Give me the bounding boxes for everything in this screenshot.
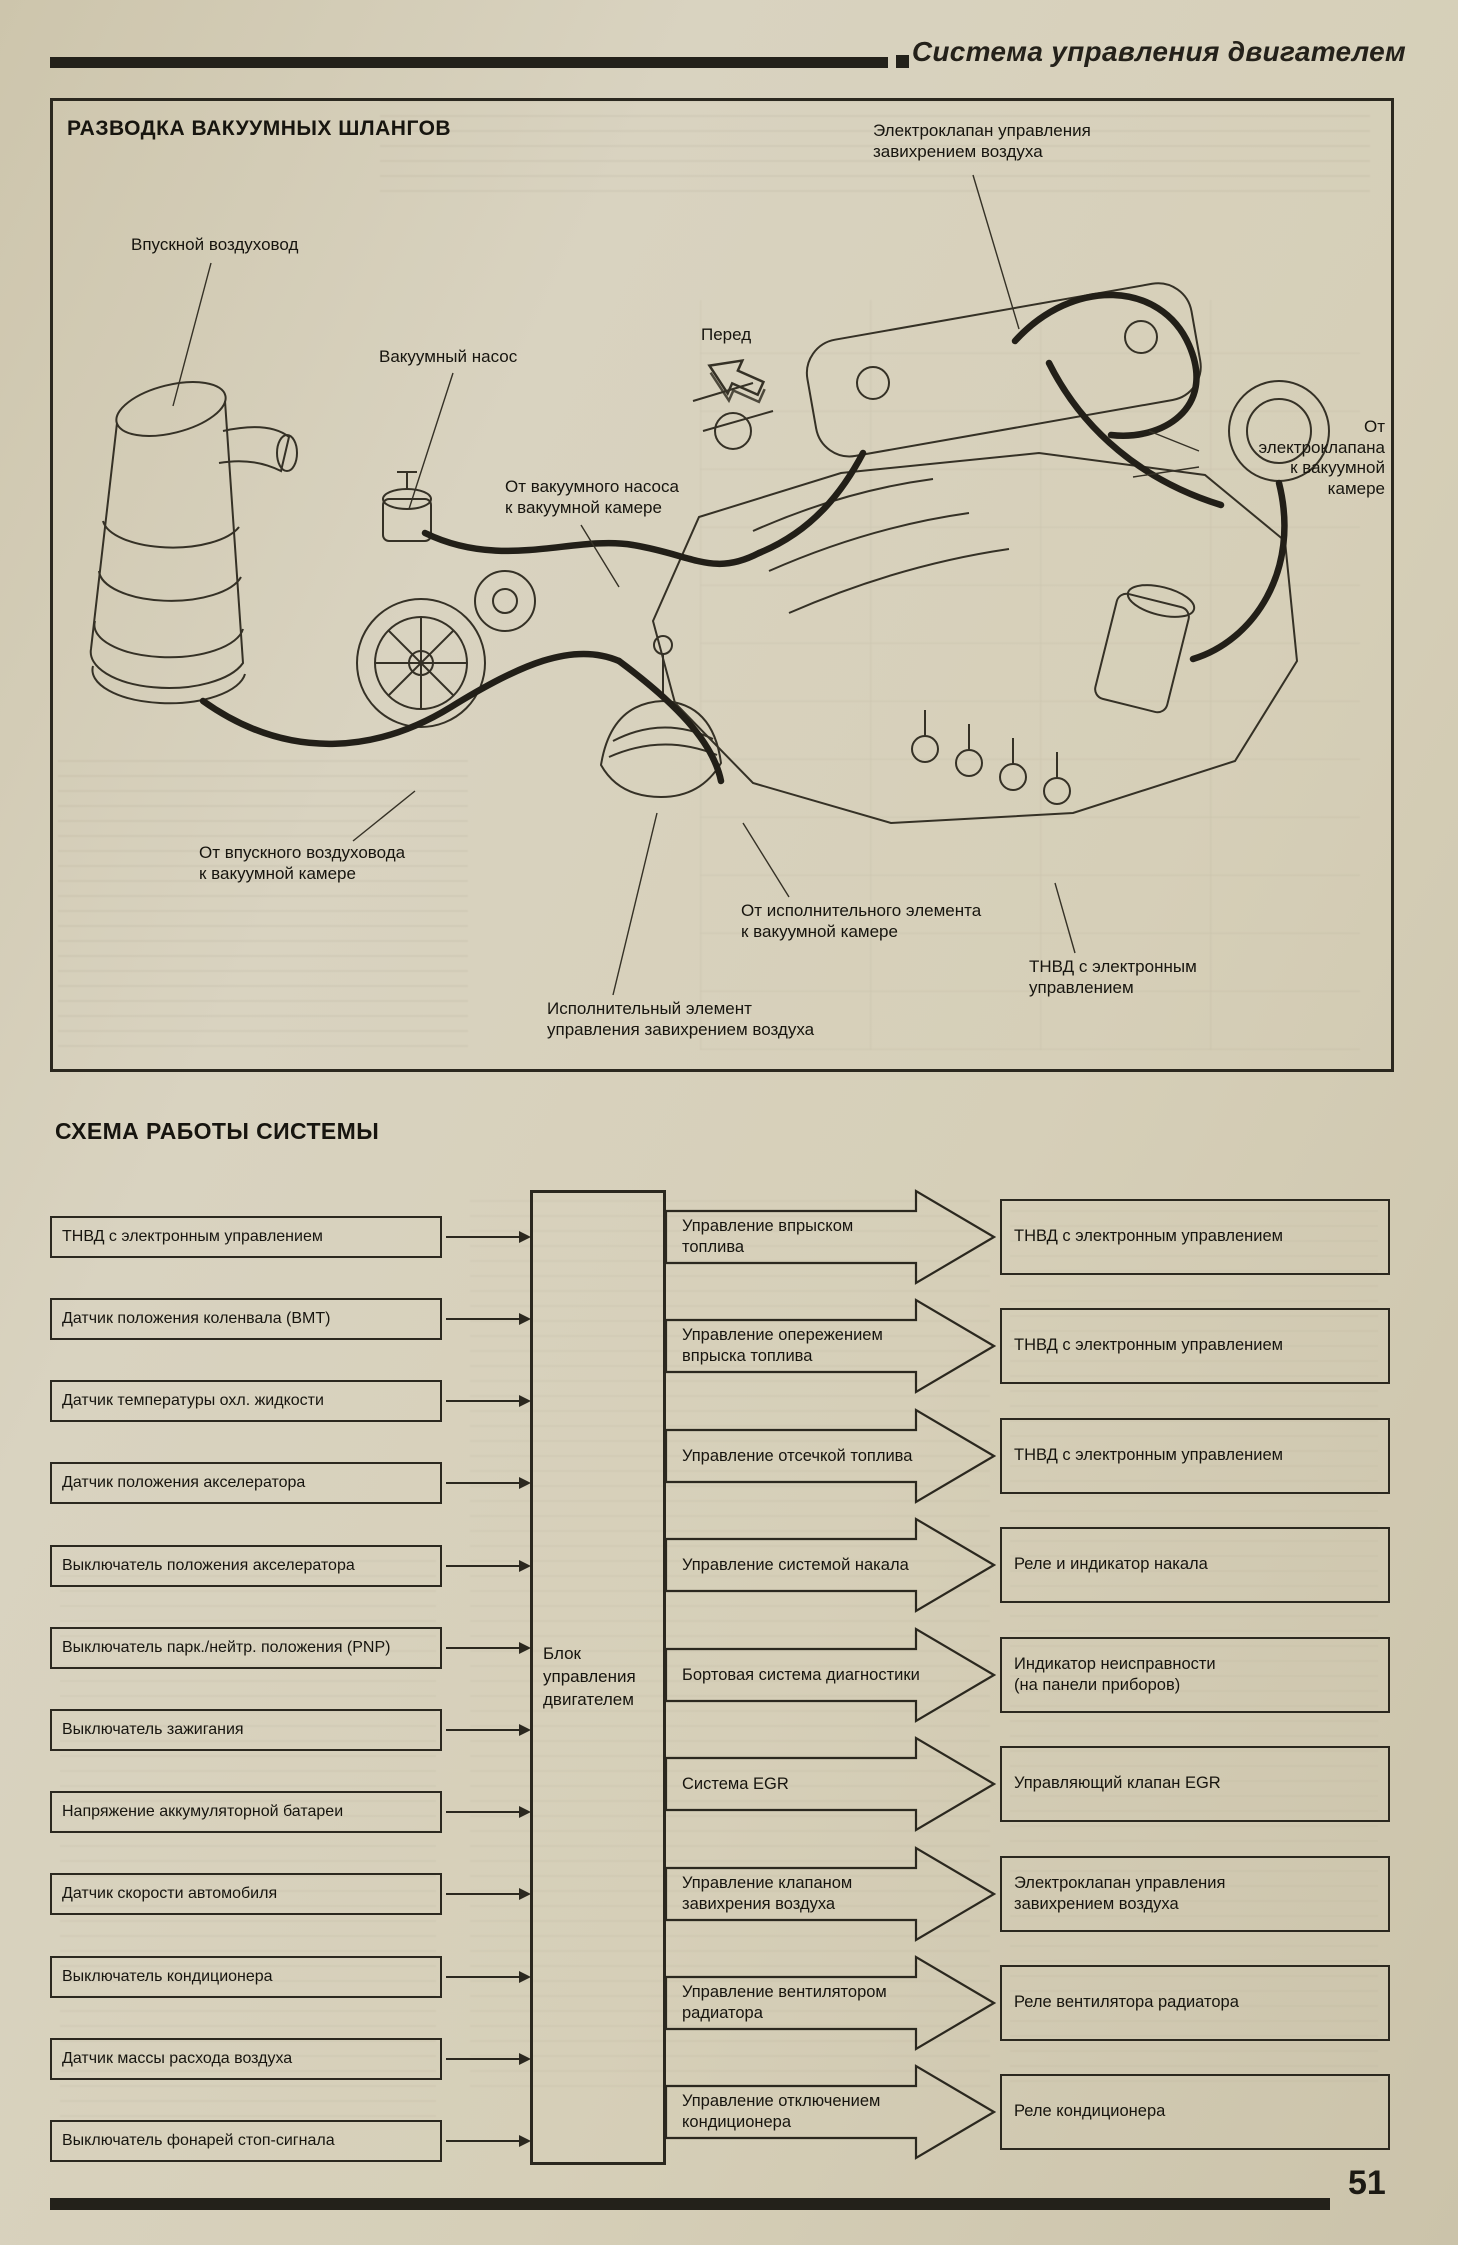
input-arrow [446,1724,531,1736]
input-box: Выключатель парк./нейтр. положения (PNP) [50,1627,442,1669]
function-label: Бортовая система диагностики [682,1665,920,1684]
ecu-label: Блок управления двигателем [543,1644,636,1709]
page-number: 51 [1348,2164,1386,2202]
page-header-title: Система управления двигателем [911,36,1406,67]
input-arrow [446,1395,531,1407]
output-arrow [666,1955,996,2051]
output-arrow [666,1189,996,1285]
output-box: ТНВД с электронным управлением [1000,1308,1390,1384]
input-box: Напряжение аккумуляторной батареи [50,1791,442,1833]
input-box: ТНВД с электронным управлением [50,1216,442,1258]
input-arrow [446,2135,531,2147]
input-arrow [446,1806,531,1818]
ecu-block: Блок управления двигателем [530,1190,666,2165]
output-box: Управляющий клапан EGR [1000,1746,1390,1822]
label-leader-lines [172,174,1200,996]
label-intake-duct: Впускной воздуховод [131,235,299,254]
label-duct-to-chamber: От впускного воздуховода к вакуумной кам… [199,843,406,883]
label-swirl-solenoid: Электроклапан управления завихрением воз… [873,121,1091,161]
input-box: Датчик положения коленвала (ВМТ) [50,1298,442,1340]
output-box: Реле кондиционера [1000,2074,1390,2150]
function-label: Система EGR [682,1774,789,1793]
function-label: Управление опережением впрыска топлива [682,1326,883,1365]
pulley-drawing [356,570,536,728]
system-section-title: СХЕМА РАБОТЫ СИСТЕМЫ [55,1118,380,1144]
function-label: Управление отсечкой топлива [682,1446,913,1465]
function-label: Управление вентилятором радиатора [682,1983,887,2022]
output-arrow [666,1846,996,1942]
input-arrow [446,1560,531,1572]
output-box: ТНВД с электронным управлением [1000,1199,1390,1275]
input-box: Датчик температуры охл. жидкости [50,1380,442,1422]
input-arrow [446,1477,531,1489]
label-pump-to-chamber: От вакуумного насоса к вакуумной камере [505,477,679,517]
output-arrow [666,1627,996,1723]
output-box: Реле вентилятора радиатора [1000,1965,1390,2041]
input-arrow [446,1642,531,1654]
label-from-solenoid: От электроклапана к вакуумной камере [1258,417,1385,499]
input-box: Выключатель положения акселератора [50,1545,442,1587]
input-box: Выключатель зажигания [50,1709,442,1751]
output-box: Электроклапан управления завихрением воз… [1000,1856,1390,1932]
label-vacuum-pump: Вакуумный насос [379,347,518,366]
engine-illustration [89,174,1330,996]
vacuum-hoses-drawing [199,291,1288,785]
input-box: Датчик положения акселератора [50,1462,442,1504]
output-box: Реле и индикатор накала [1000,1527,1390,1603]
front-direction-arrow-icon [707,358,766,404]
input-box: Датчик скорости автомобиля [50,1873,442,1915]
function-label: Управление отключением кондиционера [682,2092,881,2131]
label-swirl-actuator: Исполнительный элемент управления завихр… [547,999,815,1039]
output-arrow [666,1298,996,1394]
header-bullet [896,55,909,68]
vacuum-pump-drawing [382,471,432,542]
input-box: Выключатель кондиционера [50,1956,442,1998]
input-arrow [446,1231,531,1243]
output-box: ТНВД с электронным управлением [1000,1418,1390,1494]
footer-rule [50,2198,1330,2210]
output-arrow [666,1408,996,1504]
label-front-direction: Перед [701,325,752,344]
output-box: Индикатор неисправности (на панели прибо… [1000,1637,1390,1713]
label-actuator-to-chamber: От исполнительного элемента к вакуумной … [741,901,982,941]
input-box: Выключатель фонарей стоп-сигнала [50,2120,442,2162]
engine-block-drawing [651,282,1330,825]
function-label: Управление системой накала [682,1555,909,1574]
intake-duct-drawing [89,381,298,705]
output-arrow [666,1736,996,1832]
input-arrow [446,1313,531,1325]
function-label: Управление впрыском топлива [682,1217,854,1256]
output-arrow [666,1517,996,1613]
header-rule [50,57,888,68]
vacuum-section-title: РАЗВОДКА ВАКУУМНЫХ ШЛАНГОВ [67,117,452,140]
input-arrow [446,2053,531,2065]
label-injection-pump: ТНВД с электронным управлением [1029,957,1197,997]
output-arrow [666,2064,996,2160]
input-arrow [446,1971,531,1983]
input-box: Датчик массы расхода воздуха [50,2038,442,2080]
vacuum-routing-panel: РАЗВОДКА ВАКУУМНЫХ ШЛАНГОВ Впускной возд… [50,98,1394,1072]
input-arrow [446,1888,531,1900]
function-label: Управление клапаном завихрения воздуха [682,1874,853,1913]
